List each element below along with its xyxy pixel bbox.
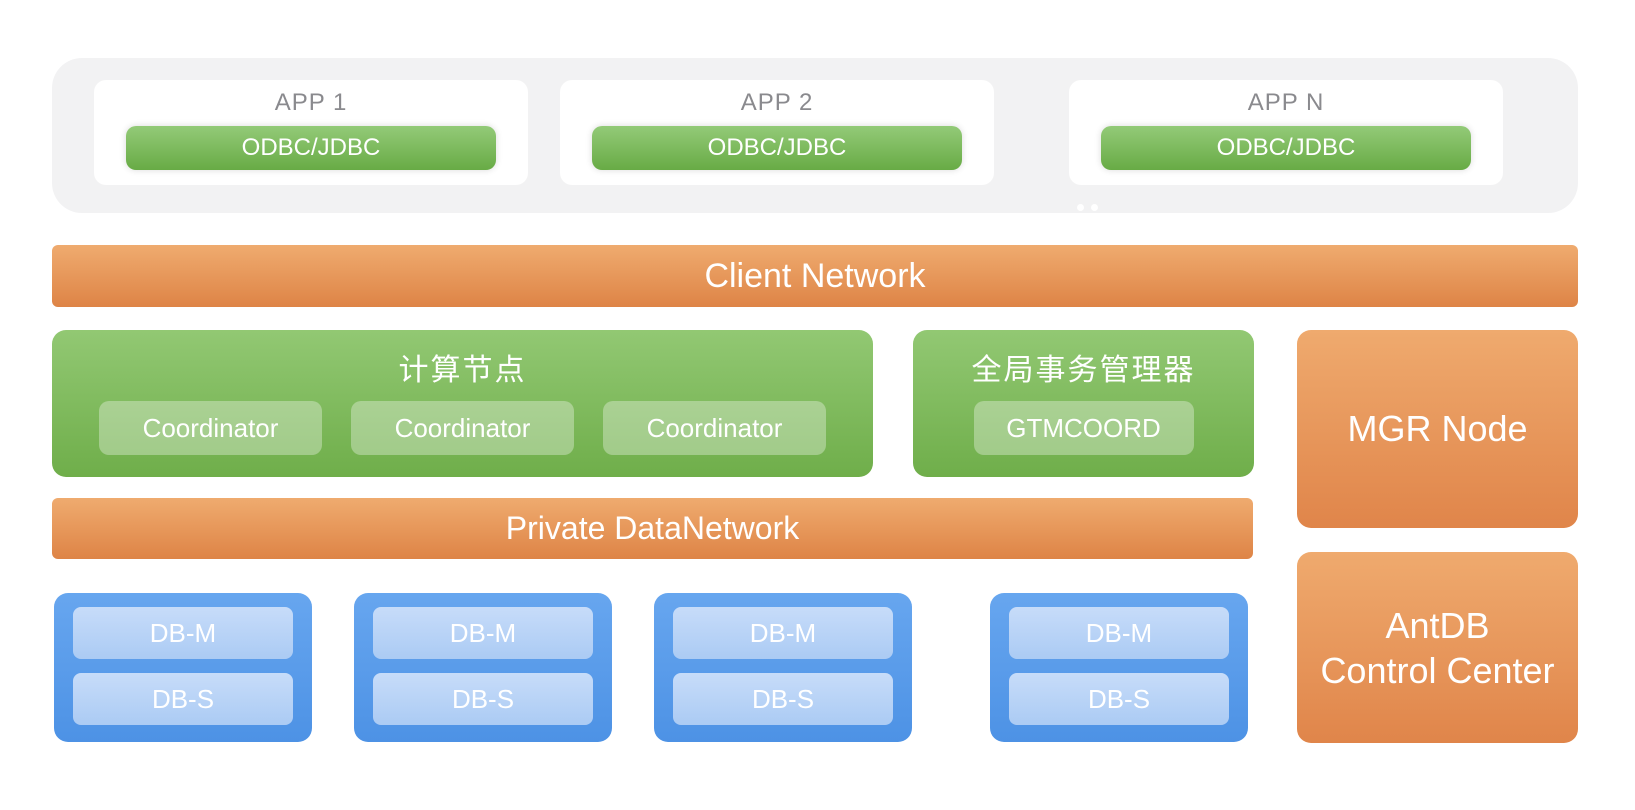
- client-network-bar: Client Network: [52, 245, 1578, 307]
- data-node-shard-4: DB-M DB-S: [990, 593, 1248, 742]
- gtmcoord-badge: GTMCOORD: [973, 401, 1194, 455]
- app-card-1: APP 1 ODBC/JDBC: [94, 80, 528, 185]
- coordinator-badge: Coordinator: [99, 401, 322, 455]
- data-node-shard-3: DB-M DB-S: [654, 593, 912, 742]
- compute-node-title: 计算节点: [398, 354, 527, 387]
- private-data-network-bar: Private DataNetwork: [52, 498, 1253, 559]
- compute-node-box: 计算节点 Coordinator Coordinator Coordinator: [52, 330, 873, 477]
- odbc-jdbc-badge: ODBC/JDBC: [126, 126, 496, 170]
- antdb-label-line2: Control Center: [1320, 649, 1555, 691]
- antdb-control-center-box: AntDB Control Center: [1297, 552, 1578, 743]
- data-node-shard-1: DB-M DB-S: [54, 593, 312, 742]
- db-master-badge: DB-M: [673, 607, 893, 659]
- ellipsis-dot: [1091, 204, 1098, 211]
- app-title: APP N: [1247, 89, 1325, 116]
- coordinator-row: Coordinator Coordinator Coordinator: [52, 401, 873, 455]
- db-standby-badge: DB-S: [73, 673, 293, 725]
- odbc-jdbc-badge: ODBC/JDBC: [1101, 126, 1471, 170]
- apps-panel: APP 1 ODBC/JDBC APP 2 ODBC/JDBC APP N OD…: [52, 58, 1578, 265]
- db-master-badge: DB-M: [1009, 607, 1229, 659]
- mgr-node-box: MGR Node: [1297, 330, 1578, 528]
- db-standby-badge: DB-S: [673, 673, 893, 725]
- mgr-node-label: MGR Node: [1347, 408, 1528, 449]
- coordinator-badge: Coordinator: [351, 401, 574, 455]
- app-title: APP 2: [740, 89, 814, 116]
- app-card-n: APP N ODBC/JDBC: [1069, 80, 1503, 185]
- data-node-shard-2: DB-M DB-S: [354, 593, 612, 742]
- gtm-box: 全局事务管理器 GTMCOORD: [913, 330, 1254, 477]
- gtm-title: 全局事务管理器: [971, 354, 1196, 387]
- app-card-2: APP 2 ODBC/JDBC: [560, 80, 994, 185]
- coordinator-badge: Coordinator: [603, 401, 826, 455]
- app-title: APP 1: [274, 89, 348, 116]
- db-master-badge: DB-M: [73, 607, 293, 659]
- odbc-jdbc-badge: ODBC/JDBC: [592, 126, 962, 170]
- db-standby-badge: DB-S: [373, 673, 593, 725]
- db-standby-badge: DB-S: [1009, 673, 1229, 725]
- gtmcoord-row: GTMCOORD: [913, 401, 1254, 455]
- db-master-badge: DB-M: [373, 607, 593, 659]
- antdb-label-line1: AntDB: [1385, 604, 1490, 646]
- ellipsis-dot: [1077, 204, 1084, 211]
